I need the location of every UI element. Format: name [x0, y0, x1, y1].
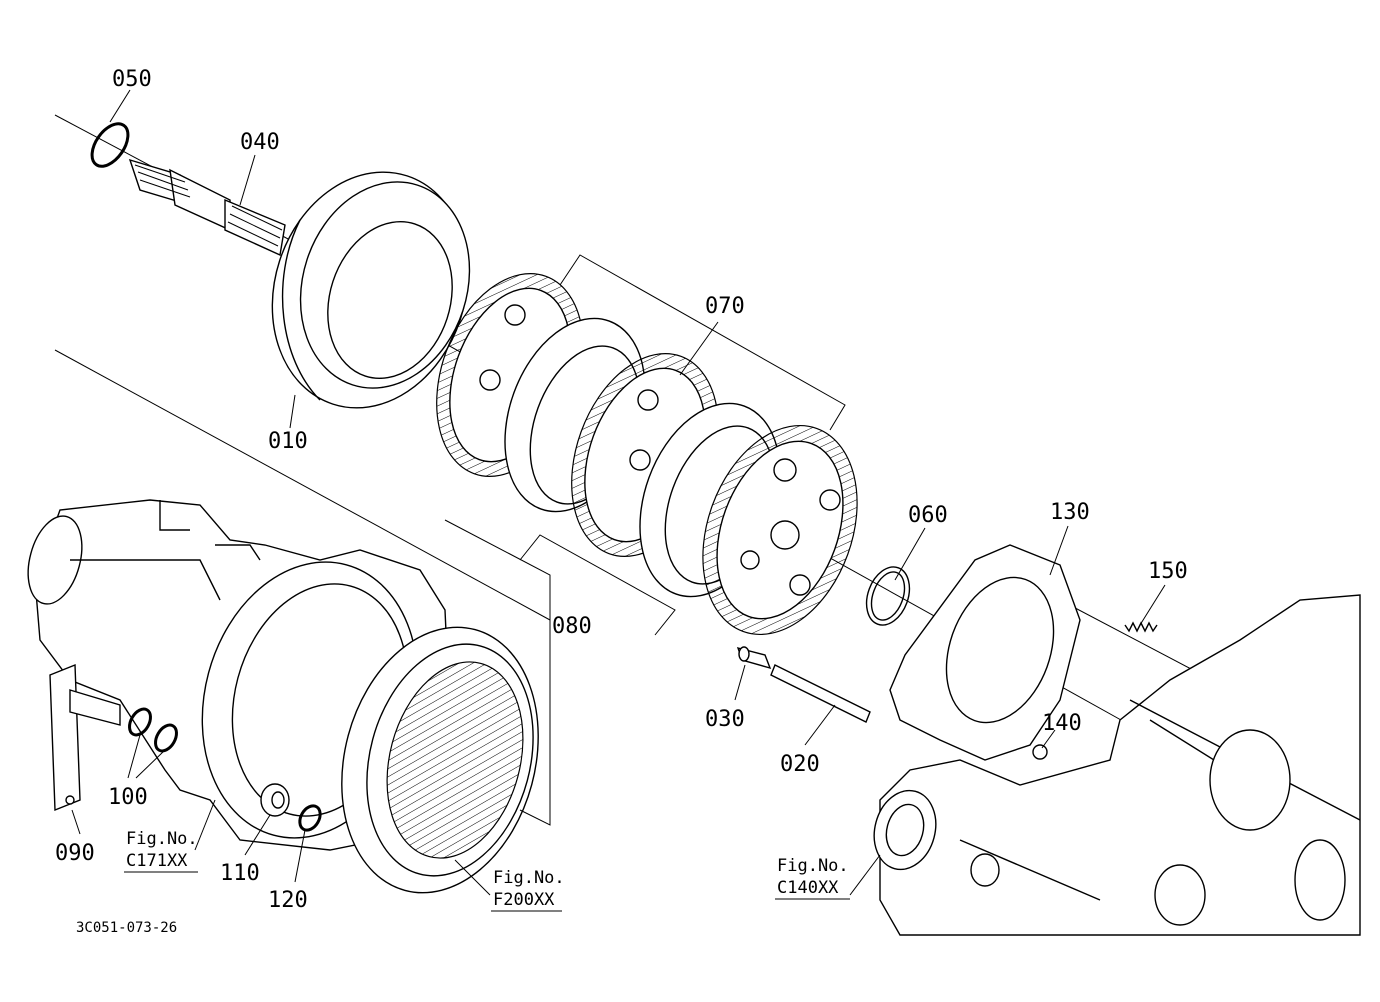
clip-120 [298, 804, 322, 832]
part-labels: 050 040 070 010 060 130 150 080 030 020 … [55, 67, 1188, 913]
transmission-housing-right [873, 594, 1361, 936]
fig-ref-c171-line1: Fig.No. [126, 829, 198, 849]
label-150: 150 [1148, 559, 1188, 584]
fig-ref-c140-line1: Fig.No. [777, 856, 849, 876]
fig-ref-c171-line2: C171XX [126, 851, 188, 871]
drawing-code: 3C051-073-26 [76, 920, 177, 936]
ball-140 [1032, 744, 1048, 760]
label-050: 050 [112, 67, 152, 92]
label-020: 020 [780, 752, 820, 777]
o-rings-100 [128, 707, 178, 753]
label-080: 080 [552, 614, 592, 639]
snap-ring-060 [865, 566, 911, 626]
label-130: 130 [1050, 500, 1090, 525]
lever-090 [49, 663, 121, 812]
label-100: 100 [108, 785, 148, 810]
label-090: 090 [55, 841, 95, 866]
label-040: 040 [240, 130, 280, 155]
cover-plate-130 [889, 544, 1081, 761]
brake-ring-010 [271, 171, 471, 409]
fig-ref-f200-line2: F200XX [493, 890, 555, 910]
bracket-ring-gear [444, 519, 551, 826]
bushing-110 [260, 783, 290, 817]
group-bracket-080 [519, 534, 676, 636]
fig-ref-f200-line1: Fig.No. [493, 868, 565, 888]
leader-lines [71, 89, 1166, 896]
label-070: 070 [705, 294, 745, 319]
label-010: 010 [268, 429, 308, 454]
label-120: 120 [268, 888, 308, 913]
label-140: 140 [1042, 711, 1082, 736]
shaft-040 [128, 158, 286, 257]
label-060: 060 [908, 503, 948, 528]
ring-gear [341, 626, 539, 894]
friction-plate-3 [702, 424, 858, 636]
figure-ref-c171: Fig.No. C171XX [124, 829, 198, 873]
sleeve-030 [736, 646, 772, 670]
label-110: 110 [220, 861, 260, 886]
label-030: 030 [705, 707, 745, 732]
pin-020 [770, 664, 871, 723]
figure-ref-f200: Fig.No. F200XX [491, 868, 565, 912]
o-ring-050 [90, 122, 130, 168]
fig-ref-c140-line2: C140XX [777, 878, 839, 898]
figure-ref-c140: Fig.No. C140XX [775, 856, 850, 900]
